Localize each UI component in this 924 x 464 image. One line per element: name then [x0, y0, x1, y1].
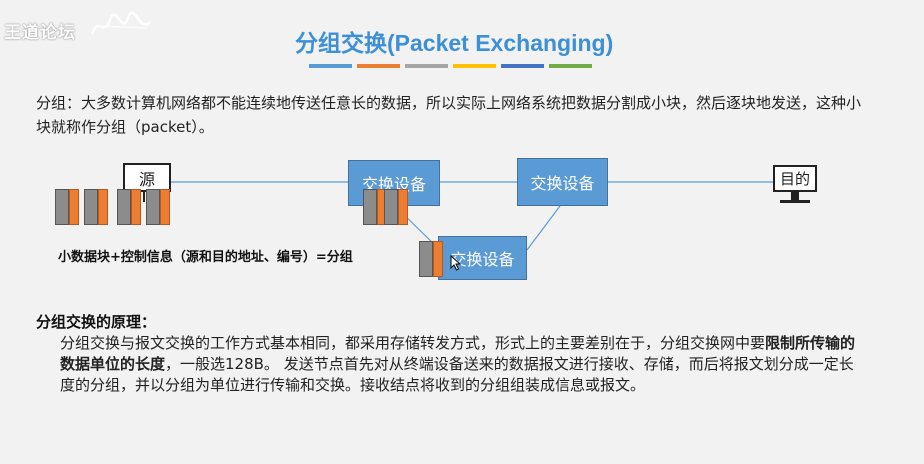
color-bar — [309, 64, 352, 68]
watermark-logo: 王道论坛 — [4, 23, 76, 43]
principle-text-2: ，一般选128B。 发送节点首先对从终端设备送来的数据报文进行接收、存储，而后将… — [60, 355, 854, 394]
principle-heading: 分组交换的原理： — [36, 313, 157, 331]
color-bar — [453, 64, 496, 68]
principle-text-bold: 限制所传输的数据单位的长度 — [60, 334, 856, 373]
color-bar — [501, 64, 544, 68]
principle-text-1: 分组交换与报文交换的工作方式基本相同，都采用存储转发方式，形式上的主要差别在于，… — [60, 334, 766, 352]
destination-label: 目的 — [779, 170, 810, 188]
principle-paragraph: 分组交换与报文交换的工作方式基本相同，都采用存储转发方式，形式上的主要差别在于，… — [60, 333, 860, 396]
destination-stand — [791, 192, 799, 200]
title-cn: 分组交换 — [295, 31, 387, 57]
title-en: (Packet Exchanging) — [387, 30, 614, 56]
destination-computer: 目的 — [773, 165, 817, 192]
color-bar — [357, 64, 400, 68]
watermark-signature — [90, 11, 151, 35]
title-color-bars — [309, 64, 592, 68]
packet — [384, 189, 408, 225]
destination-base — [780, 200, 810, 203]
packet — [117, 189, 141, 225]
packet-caption: 小数据块+控制信息（源和目的地址、编号）=分组 — [58, 250, 353, 265]
packet — [55, 189, 79, 225]
packet — [146, 189, 170, 225]
source-label: 源 — [138, 169, 155, 189]
color-bar — [405, 64, 448, 68]
source-computer: 源 — [123, 163, 171, 192]
intro-paragraph: 分组：大多数计算机网络都不能连续地传送任意长的数据，所以实际上网络系统把数据分割… — [36, 94, 862, 136]
page-title: 分组交换(Packet Exchanging) — [295, 24, 613, 58]
mouse-cursor-icon — [450, 255, 462, 271]
switch-label: 交换设备 — [530, 174, 595, 193]
color-bar — [549, 64, 592, 68]
packet — [419, 241, 443, 277]
switch-label: 交换设备 — [450, 250, 515, 269]
packet — [84, 189, 108, 225]
switch-device-2: 交换设备 — [517, 158, 608, 206]
